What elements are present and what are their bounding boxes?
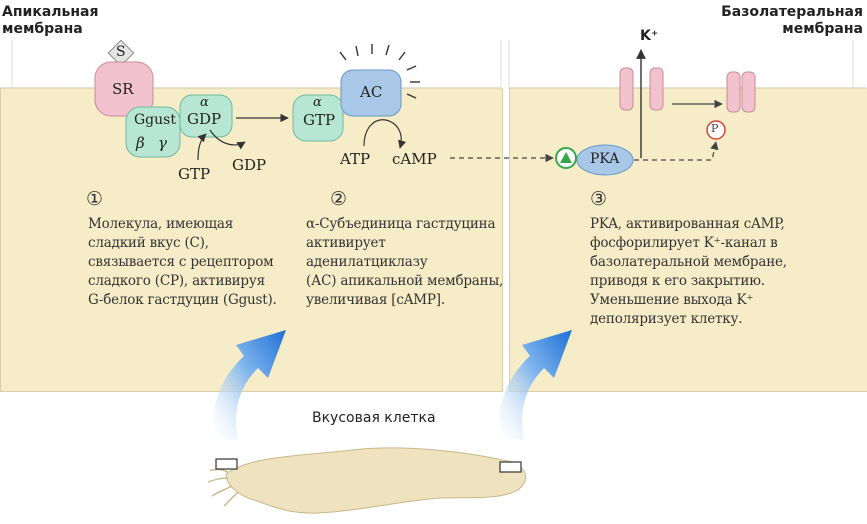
s-label: S <box>116 44 126 60</box>
step-1-number: ① <box>86 188 104 210</box>
camp-label: cAMP <box>392 150 437 168</box>
cytoplasm-panel-right <box>509 88 867 392</box>
gtp-bound-label: GTP <box>303 111 336 129</box>
atp-to-camp-arrow <box>363 119 407 149</box>
g-gust-text: Ggust <box>134 112 176 128</box>
g-gust-label: Ggust <box>134 112 176 128</box>
step-2-text: α-Субъединица гастдуцина активирует аден… <box>306 216 504 308</box>
sweet-receptor-sr <box>94 61 154 117</box>
k-channel-open <box>619 67 664 111</box>
adenylyl-cyclase-ac <box>339 44 420 117</box>
step-1-text: Молекула, имеющая сладкий вкус (С), связ… <box>88 216 277 308</box>
basolateral-membrane-label: Базолатеральная мембрана <box>721 4 863 37</box>
basolateral-region-marker <box>499 461 522 473</box>
beta-label: β <box>136 134 145 152</box>
apical-region-marker <box>215 458 238 470</box>
alpha-label-2: α <box>313 95 322 110</box>
sr-label: SR <box>112 80 134 98</box>
gdp-out-label: GDP <box>232 156 267 174</box>
taste-cell-label: Вкусовая клетка <box>312 410 436 426</box>
taste-cell-microvilli <box>207 468 239 507</box>
camp-activator-marker <box>555 147 577 169</box>
gdp-release-arrow <box>209 129 246 150</box>
pka-to-phosphate-arrow <box>634 141 719 161</box>
g-protein-gust <box>125 94 233 158</box>
phosphate-label: P <box>711 122 719 135</box>
step-2-number: ② <box>330 188 348 210</box>
zoom-arrow-right <box>499 330 572 440</box>
phosphate-group <box>706 120 726 140</box>
apical-membrane-label: Апикальная мембрана <box>2 4 99 37</box>
gtp-bind-arrow <box>197 133 207 161</box>
ac-label: AC <box>360 83 383 101</box>
sweet-molecule-s <box>107 39 135 67</box>
pka-enzyme <box>576 144 634 176</box>
gdp-bound-label: GDP <box>187 110 222 128</box>
gtp-in-label: GTP <box>178 165 211 183</box>
alpha-label-1: α <box>200 95 209 110</box>
taste-cell-body <box>225 447 527 514</box>
pka-label: PKA <box>590 151 620 167</box>
k-plus-label: K⁺ <box>640 28 659 44</box>
gamma-label: γ <box>158 134 167 152</box>
step-3-number: ③ <box>590 188 608 210</box>
zoom-arrow-left <box>213 330 286 440</box>
atp-label: ATP <box>340 150 371 168</box>
step-3-text: PKA, активированная cAMP, фосфорилирует … <box>590 216 787 327</box>
alpha-gtp-subunit <box>292 94 344 142</box>
k-channel-closed <box>726 71 756 113</box>
